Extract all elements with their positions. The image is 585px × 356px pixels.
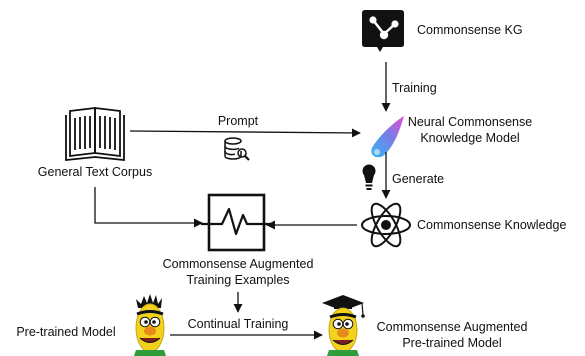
neural-model-label-2: Knowledge Model [420,131,519,145]
bert-puppet-icon [134,294,166,356]
augmented-label-1: Commonsense Augmented [377,320,528,334]
pretrained-label: Pre-trained Model [16,325,115,339]
prompt-arrow [129,128,361,138]
signal-processor-icon [201,193,271,252]
corpus-to-examples-arrow [94,187,203,228]
knowledge-label: Commonsense Knowledge [417,218,566,232]
examples-label-1: Commonsense Augmented [163,257,314,271]
neural-model-label-1: Neural Commonsense [408,115,532,129]
kg-label: Commonsense KG [417,23,523,37]
generate-edge-label: Generate [392,172,444,186]
book-icon [65,106,125,161]
bert-graduate-icon [322,295,365,356]
knowledge-graph-icon [362,10,404,52]
examples-label-2: Training Examples [186,273,289,287]
augmented-label-2: Pre-trained Model [402,336,501,350]
training-edge-label: Training [392,81,437,95]
lightbulb-icon [362,164,376,190]
comet-icon [371,116,404,158]
continual-edge-label: Continual Training [188,317,289,331]
database-search-icon [224,137,250,161]
corpus-label: General Text Corpus [38,165,152,179]
atom-icon [361,202,411,248]
prompt-edge-label: Prompt [218,114,259,128]
